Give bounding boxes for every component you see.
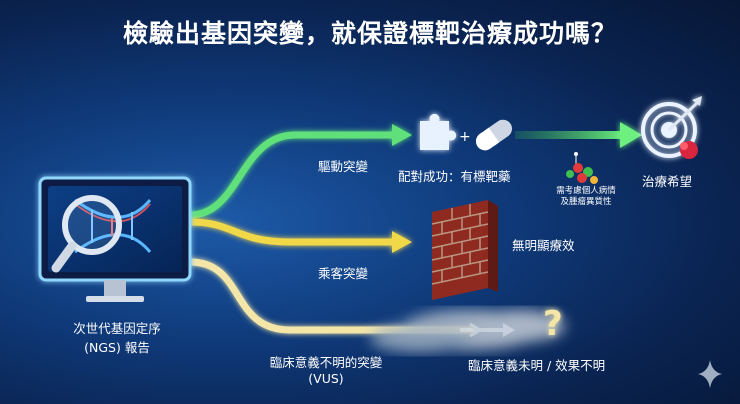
target-icon (641, 96, 702, 158)
driver-note: 需考慮個人病情 及腫瘤異質性 (550, 186, 622, 208)
vus-label: 臨床意義不明的突變 (VUS) (256, 352, 396, 386)
question-mark-icon: ? (543, 304, 563, 344)
puzzle-piece-icon (420, 113, 457, 150)
faded-arrow-icon (460, 322, 515, 338)
vus-label-line2: (VUS) (308, 371, 344, 386)
brick-wall-icon (431, 200, 498, 300)
driver-label: 驅動突變 (318, 159, 369, 174)
driver-note-line1: 需考慮個人病情 (556, 186, 616, 196)
tumor-cell-icon (680, 141, 698, 159)
vus-outcome-label: 臨床意義未明 / 效果不明 (468, 358, 606, 373)
cells-icon (566, 152, 598, 184)
source-label: 次世代基因定序 (NGS) 報告 (42, 318, 192, 356)
pill-icon (475, 119, 513, 151)
vus-path (186, 258, 474, 334)
page-title: 檢驗出基因突變，就保證標靶治療成功嗎？ (122, 19, 617, 48)
magnifier-dna-icon (51, 195, 152, 273)
driver-outcome-label: 治療希望 (642, 174, 693, 189)
source-label-line1: 次世代基因定序 (73, 321, 161, 336)
driver-note-line2: 及腫瘤異質性 (560, 197, 612, 207)
vus-label-line1: 臨床意義不明的突變 (269, 355, 383, 370)
driver-path (186, 124, 412, 219)
passenger-outcome-label: 無明顯療效 (512, 238, 575, 253)
plus-sign: + (459, 129, 471, 145)
source-label-line2: (NGS) 報告 (84, 340, 150, 355)
passenger-label: 乘客突變 (318, 266, 369, 281)
passenger-path (186, 218, 412, 253)
driver-arrow-right (515, 122, 642, 148)
sparkle-icon (698, 360, 722, 388)
driver-result-label: 配對成功：有標靶藥 (398, 169, 511, 184)
